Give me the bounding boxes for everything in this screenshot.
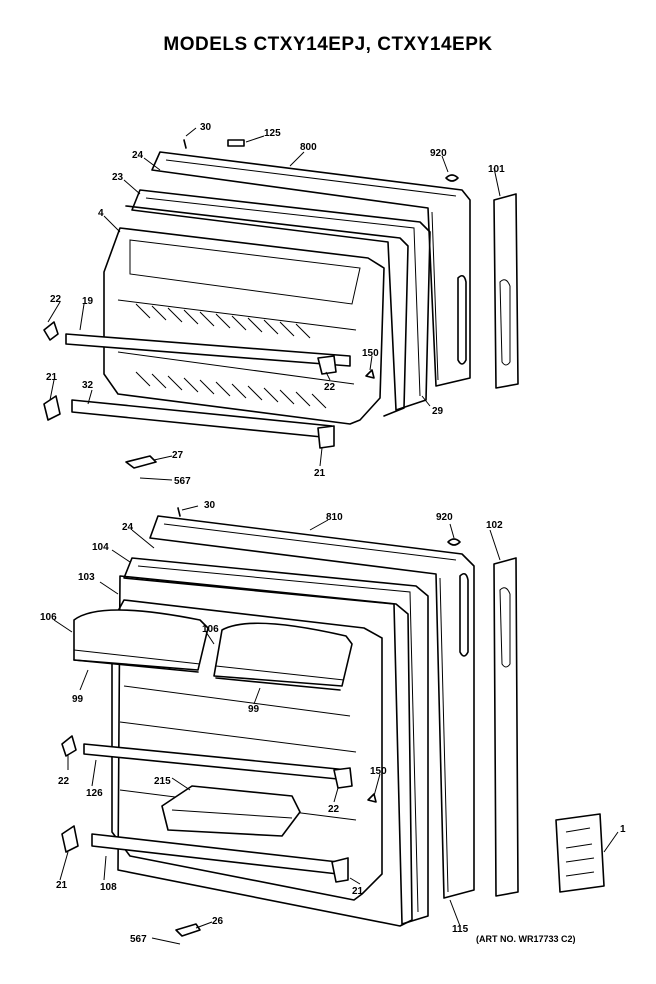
callout: 810 [326,512,343,523]
fresh-food-stop-26 [175,923,201,937]
freezer-plug-920 [445,174,459,182]
callout: 103 [78,572,95,583]
callout: 23 [112,172,124,183]
callout: 30 [204,500,216,511]
callout: 567 [174,476,191,487]
callout: 106 [202,624,219,635]
callout: 24 [132,150,144,161]
callout: 125 [264,128,281,139]
callout: 115 [452,924,469,935]
freezer-leader-lines [47,127,501,481]
callout: 104 [92,542,109,553]
callout: 101 [488,164,505,175]
callout: 920 [430,148,447,159]
freezer-shelf-ribs [135,303,327,409]
callout: 22 [328,804,340,815]
fresh-food-loose-bracket-21 [61,825,79,853]
freezer-loose-bracket-21 [43,395,61,421]
callout: 4 [98,208,104,219]
fresh-food-shelf-bracket-lower [331,857,349,883]
fresh-food-plug-920 [447,538,461,546]
fresh-food-screw-30 [177,507,181,517]
freezer-shelf-bar-lower [71,399,333,439]
callout: 22 [50,294,62,305]
callout: 99 [248,704,260,715]
callout: 27 [172,450,184,461]
callout: 24 [122,522,134,533]
freezer-clip-125 [227,139,245,147]
fresh-food-shelf-bar-upper [83,743,349,781]
callout: 150 [370,766,387,777]
fresh-food-door-liner [111,599,383,901]
callout: 106 [40,612,57,623]
fresh-food-door-assembly [61,507,605,937]
callout: 150 [362,348,379,359]
callout: 21 [314,468,326,479]
door-bin-215 [161,785,301,837]
freezer-outer-door-panel [151,151,471,387]
freezer-shelf-bracket-lower [317,425,335,449]
callout: 800 [300,142,317,153]
fresh-food-leader-lines [53,505,619,945]
fresh-food-shelf-bracket-upper [333,767,353,789]
dairy-hinge-left [73,659,199,673]
callout: 32 [82,380,94,391]
freezer-button-150 [365,369,375,379]
callout: 22 [324,382,336,393]
freezer-inner-frame [125,205,409,417]
fresh-food-outer-door-panel [149,515,475,899]
freezer-shelf-bar-upper [65,333,351,367]
freezer-screw-30 [183,139,187,149]
freezer-shelf-bracket-upper [317,355,337,375]
callout: 99 [72,694,84,705]
freezer-door-assembly [43,139,519,469]
callout: 21 [56,880,68,891]
fresh-food-door-trim-102 [493,557,519,897]
fresh-food-loose-bracket-22 [61,735,77,757]
fresh-food-door-handle-slot [459,572,469,657]
callout: 126 [86,788,103,799]
callout: 21 [352,886,364,897]
fresh-food-gasket-frame [123,557,429,925]
fresh-food-callout-labels: 30 810 920 102 24 104 103 106 106 99 99 … [40,500,626,945]
literature-pack-1 [555,813,605,893]
callout: 21 [46,372,58,383]
freezer-door-handle-slot [457,274,467,365]
callout: 102 [486,520,503,531]
fresh-food-button-150 [367,793,377,803]
callout: 108 [100,882,117,893]
callout: 29 [432,406,444,417]
freezer-callout-labels: 30 125 800 920 101 24 23 4 22 19 150 22 … [46,122,505,487]
art-number: (ART NO. WR17733 C2) [476,934,576,944]
callout: 1 [620,824,626,835]
page-title: MODELS CTXY14EPJ, CTXY14EPK [163,34,493,55]
freezer-loose-bracket-22 [43,321,59,341]
freezer-stop-27 [125,455,157,469]
dairy-door-left [73,609,209,671]
callout: 26 [212,916,224,927]
callout: 19 [82,296,94,307]
callout: 22 [58,776,70,787]
freezer-door-trim-101 [493,193,519,389]
callout: 920 [436,512,453,523]
fresh-food-inner-frame [117,575,413,927]
dairy-door-right [213,622,353,687]
callout: 567 [130,934,147,945]
dairy-hinge-right [215,677,341,691]
callout: 215 [154,776,171,787]
freezer-gasket-frame [131,189,431,411]
callout: 30 [200,122,212,133]
freezer-door-liner [103,227,385,425]
